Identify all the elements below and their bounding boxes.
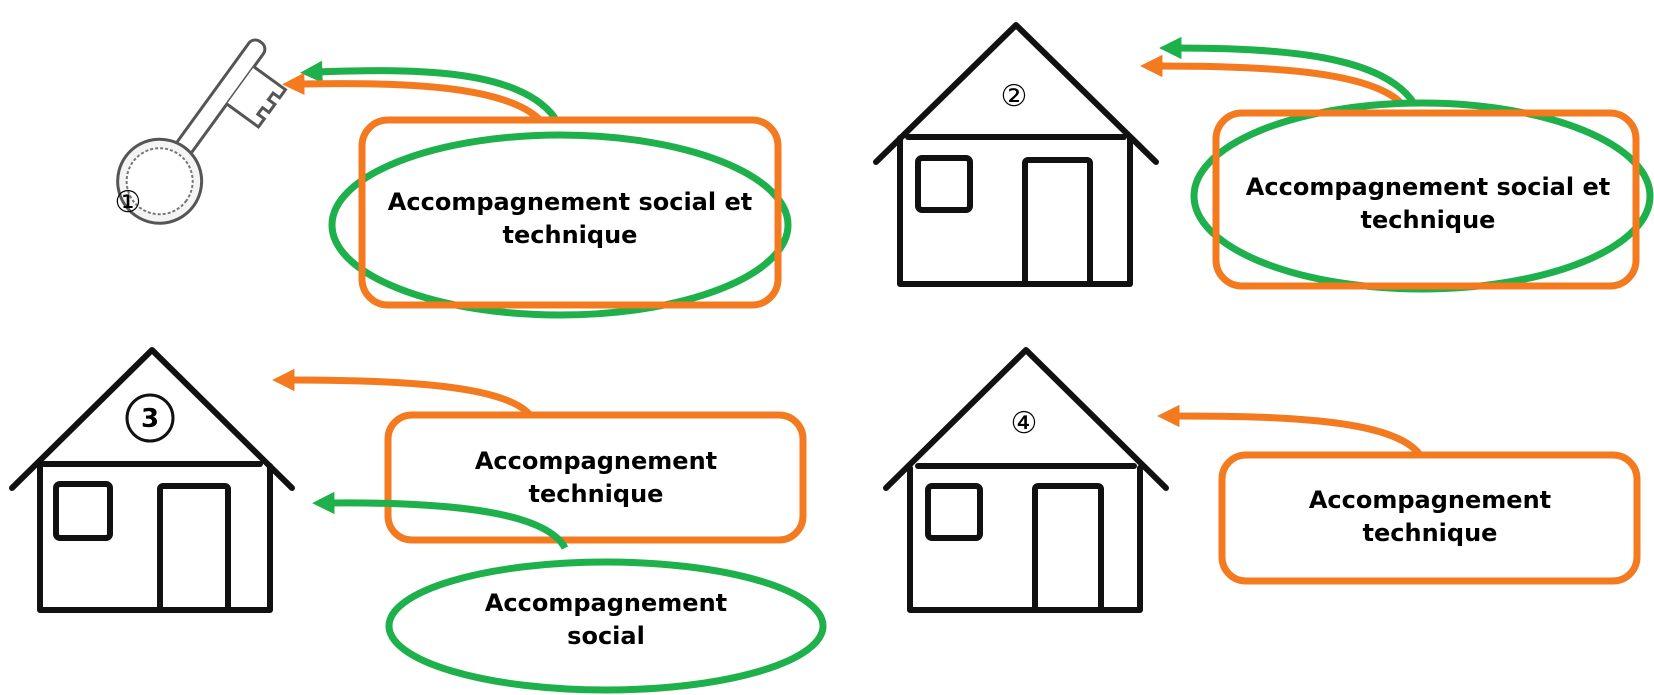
social-label-line-1: Accompagnement bbox=[485, 589, 727, 617]
green-arrow bbox=[300, 60, 558, 121]
technical-label-line-2: technique bbox=[529, 480, 664, 508]
house-icon bbox=[873, 22, 1159, 287]
support-label-line-2: technique bbox=[503, 221, 638, 249]
step-number-4: ④ bbox=[1011, 406, 1038, 441]
technical-box bbox=[1212, 109, 1640, 290]
step-3: 3 Accompagnement technique Accompagnemen… bbox=[9, 347, 827, 694]
orange-arrow bbox=[272, 368, 533, 418]
technical-label-line-1: Accompagnement bbox=[475, 447, 717, 475]
key-icon bbox=[116, 38, 288, 225]
technical-label-line-2: technique bbox=[1363, 519, 1498, 547]
social-label-line-2: social bbox=[567, 622, 645, 650]
step-2: ② Accompagnement social et technique bbox=[873, 22, 1654, 293]
step-number-badge bbox=[125, 393, 175, 443]
social-ellipse bbox=[385, 558, 827, 694]
house-icon bbox=[9, 347, 295, 613]
support-label-line-1: Accompagnement social et bbox=[388, 188, 752, 216]
orange-arrow bbox=[1157, 404, 1423, 458]
technical-box bbox=[358, 116, 782, 309]
green-arrow bbox=[312, 491, 569, 550]
orange-arrow bbox=[282, 72, 543, 123]
green-arrow bbox=[1159, 36, 1418, 107]
step-4: ④ Accompagnement technique bbox=[883, 347, 1641, 613]
step-number-2: ② bbox=[1001, 79, 1028, 114]
step-number-3: 3 bbox=[141, 404, 159, 434]
step-number-1: ① bbox=[115, 185, 142, 220]
technical-box bbox=[1218, 451, 1641, 585]
technical-label-line-1: Accompagnement bbox=[1309, 486, 1551, 514]
technical-box bbox=[384, 411, 807, 544]
orange-arrow bbox=[1140, 54, 1405, 107]
support-label-line-2: technique bbox=[1361, 206, 1496, 234]
support-label-line-1: Accompagnement social et bbox=[1246, 173, 1610, 201]
social-ellipse bbox=[328, 131, 792, 319]
house-icon bbox=[883, 347, 1169, 613]
step-1: ① Accompagnement social et technique bbox=[115, 38, 792, 319]
